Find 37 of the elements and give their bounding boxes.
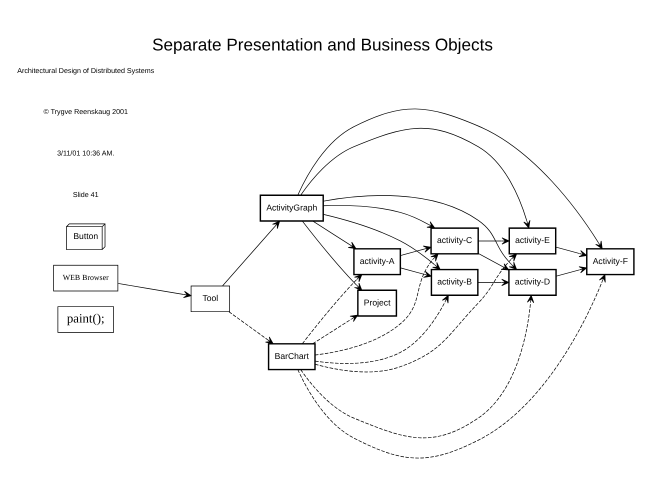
node-box: BarChart	[268, 343, 316, 370]
arrow	[322, 205, 436, 228]
arrow	[300, 295, 534, 438]
arrow	[300, 128, 530, 228]
diagram-title: Separate Presentation and Business Objects	[152, 34, 493, 54]
arrow	[314, 254, 517, 372]
arrow	[556, 266, 588, 277]
arrow	[322, 195, 517, 270]
arrow	[312, 220, 356, 250]
arrow	[302, 274, 362, 344]
arrow	[323, 214, 440, 270]
arrow	[314, 294, 449, 364]
node-box: activity-B	[430, 268, 479, 296]
arrow	[228, 311, 274, 344]
arrow	[118, 283, 192, 298]
node-box: activity-D	[508, 268, 557, 296]
arrow	[298, 108, 603, 250]
node-box: Tool	[190, 286, 230, 312]
arrow	[478, 278, 510, 286]
node-box: ActivityGraph	[260, 194, 324, 222]
node-box: paint();	[58, 306, 114, 333]
arrow	[298, 274, 606, 458]
arrow	[478, 237, 510, 245]
arrow	[222, 220, 280, 286]
node-box: WEB Browser	[53, 264, 118, 292]
arrow	[302, 220, 362, 291]
arrow	[555, 246, 588, 258]
node-box: activity-E	[508, 227, 556, 255]
arrow	[400, 268, 432, 278]
node-box: activity-A	[353, 248, 402, 276]
arrow	[312, 314, 358, 344]
node-box: Activity-F	[586, 248, 635, 276]
arrow	[478, 253, 510, 270]
node-box: activity-C	[430, 227, 479, 255]
arrow	[400, 246, 432, 256]
node-box: Project	[357, 290, 398, 317]
arrow	[314, 253, 438, 356]
